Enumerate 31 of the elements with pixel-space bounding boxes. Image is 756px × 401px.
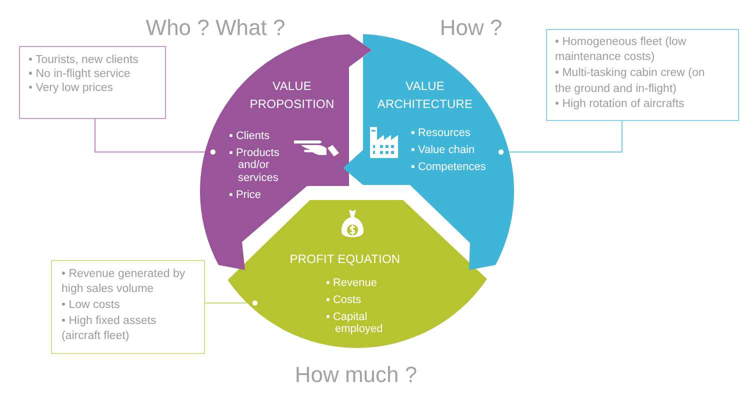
segment-title: PROFIT EQUATION bbox=[290, 251, 400, 268]
callout-box bbox=[546, 29, 739, 121]
list-item: ▪ Revenue bbox=[326, 276, 378, 290]
bullet-item: • No in-flight service bbox=[28, 66, 132, 80]
segment-title: VALUE ARCHITECTURE bbox=[376, 78, 474, 113]
question-heading: How much ? bbox=[294, 362, 418, 388]
list-item: ▪ Capital employed bbox=[326, 310, 384, 336]
list-item: ▪ Resources bbox=[411, 126, 472, 139]
list-item: ▪ Products and/or services bbox=[229, 146, 280, 184]
list-item: ▪ Price bbox=[229, 188, 262, 201]
list-item: ▪ Competences bbox=[411, 160, 487, 173]
leader-line bbox=[205, 300, 258, 306]
question-heading: How ? bbox=[440, 15, 502, 41]
bullet-item: • High rotation of aircrafts bbox=[555, 97, 686, 112]
bullet-item: • Multi-tasking cabin crew (on the ground and in-flight) bbox=[555, 66, 706, 97]
bullet-item: • Homogeneous fleet (low maintenance costs) bbox=[555, 34, 688, 66]
bullet-item: • Very low prices bbox=[28, 80, 114, 94]
list-item: ▪ Clients bbox=[229, 130, 271, 142]
list-item: ▪ Costs bbox=[326, 294, 362, 306]
list-item: ▪ Value chain bbox=[411, 144, 475, 156]
question-heading: Who ? What ? bbox=[146, 15, 286, 41]
callout-box bbox=[19, 46, 166, 119]
leader-line bbox=[498, 121, 623, 155]
bullet-item: • Tourists, new clients bbox=[28, 52, 140, 66]
circle-segment bbox=[227, 199, 488, 349]
bullet-item: • Low costs bbox=[62, 298, 121, 313]
callout-box bbox=[51, 260, 205, 354]
bullet-item: • High fixed assets (aircraft fleet) bbox=[62, 314, 158, 344]
leader-line bbox=[94, 119, 216, 155]
bullet-item: • Revenue generated by high sales volume bbox=[62, 266, 186, 298]
segment-title: VALUE PROPOSITION bbox=[248, 78, 336, 113]
